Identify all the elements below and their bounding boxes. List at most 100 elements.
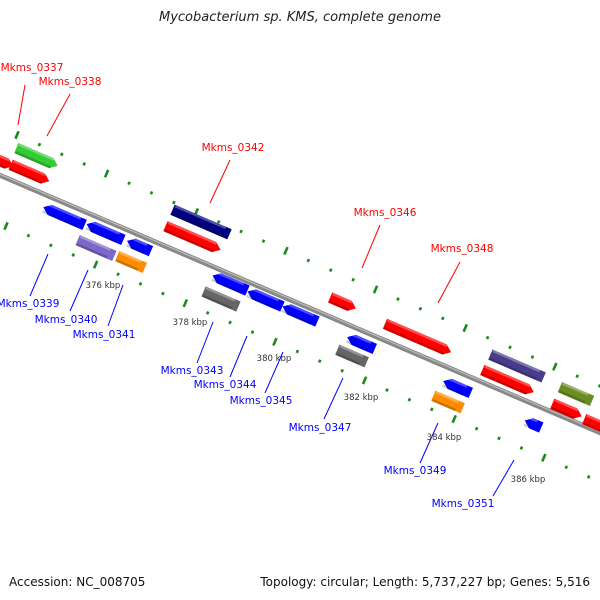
gene-feature (8, 159, 50, 184)
tick-row-lower-mark (586, 475, 591, 479)
tick-row-upper-mark (283, 246, 289, 256)
leader-line (229, 335, 248, 378)
tick-row-lower (519, 446, 524, 450)
gene-feature-shade (171, 212, 223, 237)
tick-row-lower-mark (138, 282, 143, 286)
tick-row-upper (149, 191, 154, 195)
tick-row-lower (295, 349, 300, 354)
tick-row-lower (361, 376, 368, 385)
tick-row-upper (216, 219, 221, 224)
gene-feature (550, 398, 582, 420)
tick-row-upper-mark (462, 323, 468, 333)
tick-row-lower (474, 426, 479, 431)
gene-feature-shade (115, 259, 139, 271)
tick-row-lower (451, 414, 457, 424)
tick-row-lower-mark (519, 446, 524, 450)
gene-feature-shape (582, 414, 600, 434)
gene-feature-shape (170, 204, 232, 240)
gene-feature (115, 251, 147, 273)
tick-row-upper-mark (351, 277, 355, 282)
tick-row-lower (161, 291, 165, 296)
tick-row-lower (385, 388, 389, 392)
tick-row-lower (71, 253, 76, 257)
tick-row-upper-mark (530, 355, 535, 359)
tick-row-lower (26, 233, 31, 238)
tick-row-lower-mark (361, 376, 368, 385)
tick-row-upper-mark (552, 362, 558, 371)
tick-row-upper (60, 152, 64, 157)
tick-row-lower (228, 320, 232, 325)
gene-label: Mkms_0342 (202, 142, 265, 154)
gene-feature-shade (164, 229, 214, 253)
tick-row-upper-mark (508, 345, 512, 350)
leader-line (107, 284, 124, 327)
gene-feature-highlight (445, 376, 468, 388)
tick-row-upper-mark (37, 142, 42, 147)
gene-feature-shape (127, 238, 154, 257)
tick-row-lower (116, 272, 120, 277)
gene-feature-highlight (174, 205, 227, 230)
tick-row-upper-mark (60, 152, 64, 157)
gene-feature-shade (523, 423, 535, 431)
tick-row-lower (49, 243, 53, 248)
gene-feature (75, 235, 117, 261)
gene-feature-highlight (119, 251, 142, 263)
tick-row-upper (508, 345, 512, 350)
tick-row-lower-mark (497, 436, 501, 441)
tick-row-upper-mark (149, 191, 154, 195)
gene-feature-shade (481, 373, 528, 395)
gene-feature-highlight (492, 349, 541, 373)
gene-feature-shade (432, 398, 456, 412)
tick-row-upper-mark (127, 181, 131, 186)
gene-label: Mkms_0340 (35, 314, 98, 326)
tick-row-upper (306, 258, 311, 263)
gene-feature (523, 415, 544, 433)
gene-feature-shape (14, 143, 58, 169)
gene-feature-highlight (167, 221, 218, 245)
leader-line (69, 269, 89, 312)
gene-feature-highlight (205, 286, 236, 302)
tick-row-upper-mark (328, 268, 333, 273)
tick-row-upper (462, 323, 468, 333)
gene-feature-shade (125, 244, 145, 254)
gene-feature (480, 364, 534, 395)
leader-line (196, 321, 214, 364)
gene-feature-shape (480, 364, 534, 395)
gene-feature-shade (328, 300, 350, 312)
gene-feature-highlight (0, 152, 10, 162)
gene-feature-shape (115, 251, 147, 273)
gene-feature-shape (327, 292, 356, 311)
gene-feature-highlight (332, 292, 353, 304)
gene-label: Mkms_0351 (432, 498, 495, 510)
leader-line (209, 159, 231, 204)
gene-feature-shape (488, 349, 546, 383)
gene-feature (327, 292, 356, 312)
gene-feature-shape (212, 273, 250, 296)
tick-row-upper (127, 181, 131, 186)
gene-feature (488, 349, 546, 383)
leader-line (361, 224, 381, 269)
gene-feature (335, 344, 369, 368)
tick-row-lower-mark (250, 330, 255, 335)
gene-feature-highlight (562, 382, 589, 396)
tick-row-upper (82, 162, 87, 166)
gene-feature-shape (335, 344, 369, 368)
gene-label: Mkms_0338 (39, 76, 102, 88)
gene-feature (345, 332, 377, 354)
accession-label: Accession: NC_008705 (9, 575, 146, 589)
gene-feature (431, 390, 465, 414)
tick-row-lower-mark (541, 453, 547, 462)
gene-feature-highlight (129, 236, 148, 247)
tick-row-upper-mark (575, 374, 580, 379)
tick-row-lower-mark (407, 397, 412, 402)
gene-feature-shade (558, 390, 586, 404)
gene-feature (201, 286, 241, 312)
tick-row-upper-mark (396, 297, 400, 301)
tick-row-lower (3, 221, 9, 231)
tick-row-lower (407, 397, 412, 402)
gene-feature-shape (282, 304, 320, 327)
gene-feature-shape (431, 390, 465, 414)
tick-row-lower (541, 453, 547, 462)
tick-row-lower-mark (182, 299, 189, 308)
